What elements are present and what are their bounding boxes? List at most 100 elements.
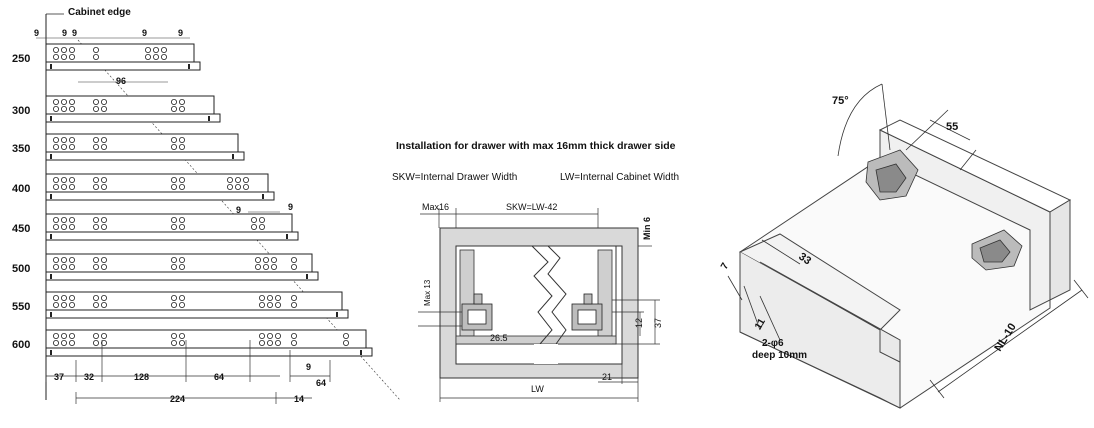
mounting-hole <box>93 223 100 230</box>
mounting-hole <box>101 332 108 339</box>
mounting-hole <box>101 294 108 301</box>
mounting-hole <box>274 339 281 346</box>
dim-lw: LW <box>531 384 544 394</box>
rail-slot <box>232 154 234 159</box>
mounting-hole <box>178 332 185 339</box>
mounting-hole <box>93 294 100 301</box>
mounting-hole <box>53 99 60 106</box>
mounting-hole <box>178 256 185 263</box>
dim-max16: Max16 <box>422 202 449 212</box>
rail-length-label: 300 <box>12 105 30 117</box>
rail-slot <box>188 64 190 69</box>
mounting-hole <box>258 294 265 301</box>
mounting-hole <box>61 47 68 54</box>
cross-section-diagram: Installation for drawer with max 16mm th… <box>392 140 679 402</box>
rail-slot <box>50 234 52 239</box>
mounting-hole <box>69 216 76 223</box>
runner-front-lock <box>865 149 919 201</box>
rail-lower <box>45 61 201 71</box>
mounting-hole <box>250 223 257 230</box>
rail-length-label: 550 <box>12 301 30 313</box>
mounting-hole <box>93 256 100 263</box>
mounting-hole <box>254 263 261 270</box>
mounting-hole <box>290 256 297 263</box>
rail-upper <box>45 329 367 349</box>
mounting-hole <box>101 256 108 263</box>
mounting-hole <box>178 263 185 270</box>
dim-96: 96 <box>116 76 126 86</box>
mounting-hole <box>53 136 60 143</box>
dim-224: 224 <box>170 394 185 404</box>
hole-spec: 2-φ6 <box>762 338 784 349</box>
rail-slot <box>208 116 210 121</box>
dim-64-b: 64 <box>316 378 326 388</box>
rail-slot <box>50 194 52 199</box>
mounting-hole <box>274 301 281 308</box>
mounting-hole <box>53 47 60 54</box>
mounting-hole <box>262 256 269 263</box>
mounting-hole <box>53 54 60 61</box>
bottom-dims-row1 <box>45 340 331 382</box>
mounting-hole <box>160 54 167 61</box>
mounting-hole <box>170 176 177 183</box>
mounting-hole <box>178 301 185 308</box>
mounting-hole <box>101 106 108 113</box>
mounting-hole <box>69 176 76 183</box>
mounting-hole <box>170 294 177 301</box>
mounting-hole <box>101 263 108 270</box>
mounting-hole <box>101 99 108 106</box>
mounting-hole <box>93 143 100 150</box>
mounting-hole <box>270 256 277 263</box>
mounting-hole <box>250 216 257 223</box>
mounting-hole <box>178 294 185 301</box>
top-dim-3: 9 <box>72 28 77 38</box>
rail-slot <box>50 312 52 317</box>
runner-rear-lock <box>971 229 1023 271</box>
dim-55: 55 <box>946 121 958 133</box>
mounting-hole <box>101 136 108 143</box>
mounting-hole <box>178 223 185 230</box>
mounting-hole <box>290 339 297 346</box>
mounting-hole <box>61 143 68 150</box>
mounting-hole <box>242 176 249 183</box>
bottom-dims-row2 <box>75 392 312 404</box>
mounting-hole <box>69 106 76 113</box>
mounting-hole <box>61 256 68 263</box>
rail-slot <box>306 274 308 279</box>
mounting-hole <box>266 294 273 301</box>
top-dim-5: 9 <box>178 28 183 38</box>
mounting-hole <box>170 339 177 346</box>
mounting-hole <box>93 106 100 113</box>
mounting-hole <box>101 143 108 150</box>
angle-75: 75° <box>832 95 849 107</box>
dim-64-a: 64 <box>214 372 224 382</box>
mounting-hole <box>69 99 76 106</box>
mounting-hole <box>258 332 265 339</box>
rail-lower <box>45 113 221 123</box>
mounting-hole <box>61 176 68 183</box>
mounting-hole <box>61 106 68 113</box>
rail-upper <box>45 173 269 193</box>
rail-length-diagram: Cabinet edge 9 9 9 9 9 25030035040045050… <box>12 7 401 404</box>
mounting-hole <box>170 106 177 113</box>
mounting-hole <box>69 223 76 230</box>
mounting-hole <box>170 143 177 150</box>
rail-length-label: 250 <box>12 53 30 65</box>
mounting-hole <box>53 176 60 183</box>
mounting-hole <box>53 263 60 270</box>
rail-450: 450 <box>12 213 299 241</box>
dim-skw-lw: SKW=LW-42 <box>506 202 557 212</box>
mounting-hole <box>53 301 60 308</box>
top-dim-2: 9 <box>62 28 67 38</box>
mounting-hole <box>93 332 100 339</box>
mounting-hole <box>290 301 297 308</box>
mounting-hole <box>101 339 108 346</box>
mounting-hole <box>160 47 167 54</box>
mounting-hole <box>234 183 241 190</box>
mounting-hole <box>152 47 159 54</box>
mounting-hole <box>342 339 349 346</box>
top-dim-1: 9 <box>34 28 39 38</box>
mounting-hole <box>242 183 249 190</box>
mounting-hole <box>61 339 68 346</box>
